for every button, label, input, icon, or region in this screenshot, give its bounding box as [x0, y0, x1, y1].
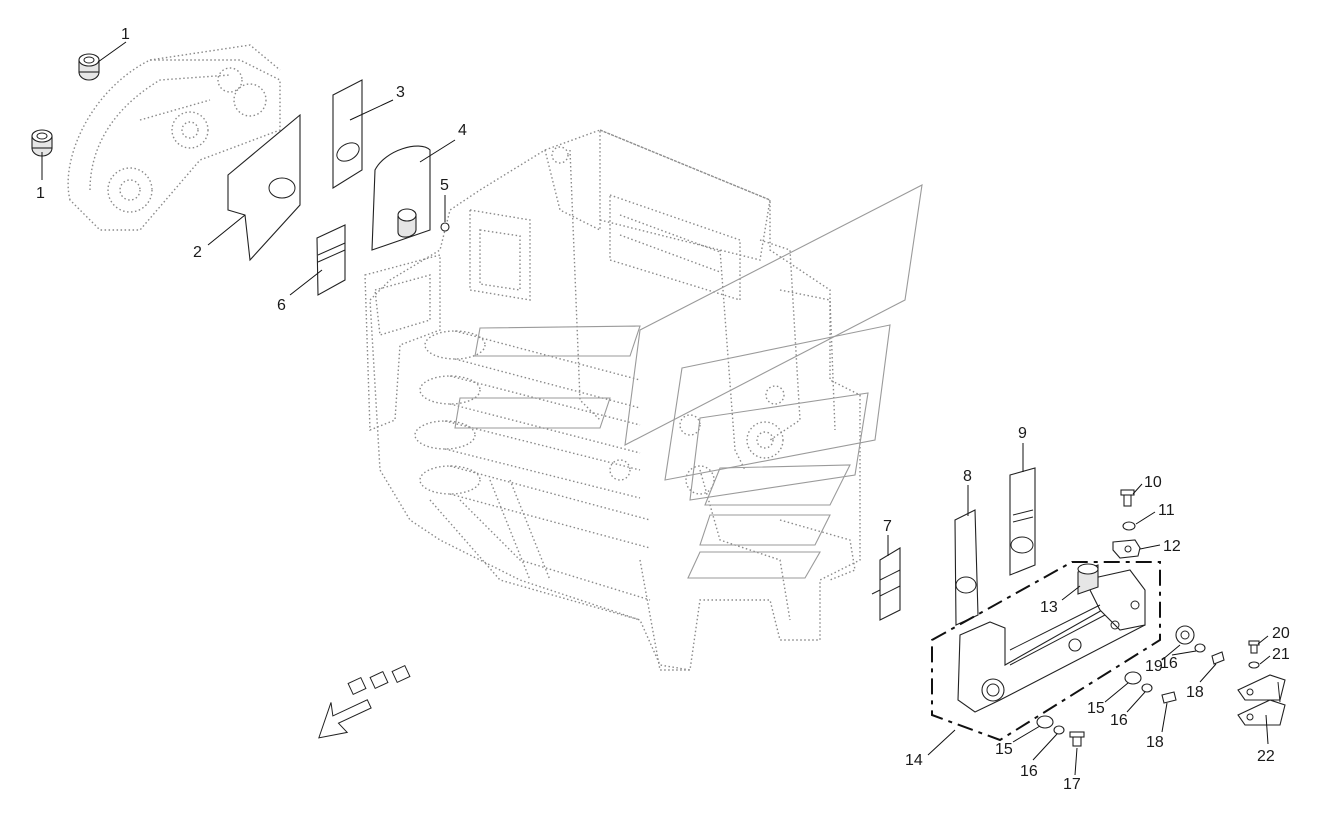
part-9-slotted-plate-icon	[1009, 467, 1036, 576]
callout-12: 12	[1163, 538, 1181, 555]
part-6-bracket-plate-icon	[316, 224, 346, 296]
callout-16-a: 16	[1020, 763, 1038, 780]
callout-1-left: 1	[36, 185, 45, 202]
part-2-cover-plate-icon	[227, 113, 301, 262]
callout-5: 5	[440, 177, 449, 194]
callout-9: 9	[1018, 425, 1027, 442]
callout-10: 10	[1144, 474, 1162, 491]
part-12-bracket-icon	[1112, 539, 1141, 559]
leader-lines	[41, 41, 1271, 776]
part-11-washer-icon	[1122, 521, 1136, 531]
part-18-bolt-b-icon	[1161, 691, 1177, 704]
callout-19: 19	[1145, 658, 1163, 675]
callout-4: 4	[458, 122, 467, 139]
part-16-washer-b-icon	[1141, 683, 1153, 693]
part-15-washer-a-icon	[1124, 671, 1142, 685]
callout-15-b: 15	[1087, 700, 1105, 717]
callout-14: 14	[905, 752, 923, 769]
callout-16-b: 16	[1110, 712, 1128, 729]
part-14-arm-assembly-icon	[931, 561, 1161, 742]
part-21-washer-icon	[1248, 661, 1260, 669]
part-16-washer-a-icon	[1194, 643, 1206, 653]
part-7-bracket-icon	[871, 547, 901, 621]
part-13-bushing-icon	[1077, 563, 1099, 595]
callout-7: 7	[883, 518, 892, 535]
part-1-bearing-top-icon	[78, 53, 100, 81]
part-5-nut-icon	[440, 222, 450, 232]
part-22-hinge-bracket-icon	[1237, 674, 1286, 726]
part-4-guard-cover-icon	[371, 145, 431, 251]
callout-16-c: 16	[1160, 655, 1178, 672]
callout-15-a: 15	[995, 741, 1013, 758]
part-8-tall-plate-icon	[954, 509, 979, 626]
callout-1-top: 1	[121, 26, 130, 43]
callout-2: 2	[193, 244, 202, 261]
part-15-washer-b-icon	[1036, 715, 1054, 729]
part-19-spacer-icon	[1175, 625, 1195, 645]
callout-13: 13	[1040, 599, 1058, 616]
callout-3: 3	[396, 84, 405, 101]
travel-direction-arrow-icon	[318, 664, 411, 739]
callout-22: 22	[1257, 748, 1275, 765]
part-17-bolt-icon	[1069, 731, 1085, 747]
callout-20: 20	[1272, 625, 1290, 642]
callout-8: 8	[963, 468, 972, 485]
chain-drive-ghost	[67, 44, 281, 231]
callout-18-b: 18	[1146, 734, 1164, 751]
callout-17: 17	[1063, 776, 1081, 793]
part-20-bolt-icon	[1248, 640, 1260, 654]
part-3-narrow-plate-icon	[332, 79, 363, 189]
callout-11: 11	[1158, 502, 1175, 519]
callout-labels: 1 1 2 3 4 5 6 7 8 9 10 11 12 13 14 15 15…	[36, 26, 1290, 793]
part-1-bearing-left-icon	[31, 129, 53, 157]
machine-frame-ghost	[364, 129, 861, 671]
callout-18-a: 18	[1186, 684, 1204, 701]
part-18-bolt-a-icon	[1211, 651, 1225, 665]
part-16-washer-c-icon	[1053, 725, 1065, 735]
callout-21: 21	[1272, 646, 1290, 663]
part-10-bolt-icon	[1120, 489, 1135, 507]
callout-6: 6	[277, 297, 286, 314]
overlay-panels-ghost	[454, 184, 923, 579]
